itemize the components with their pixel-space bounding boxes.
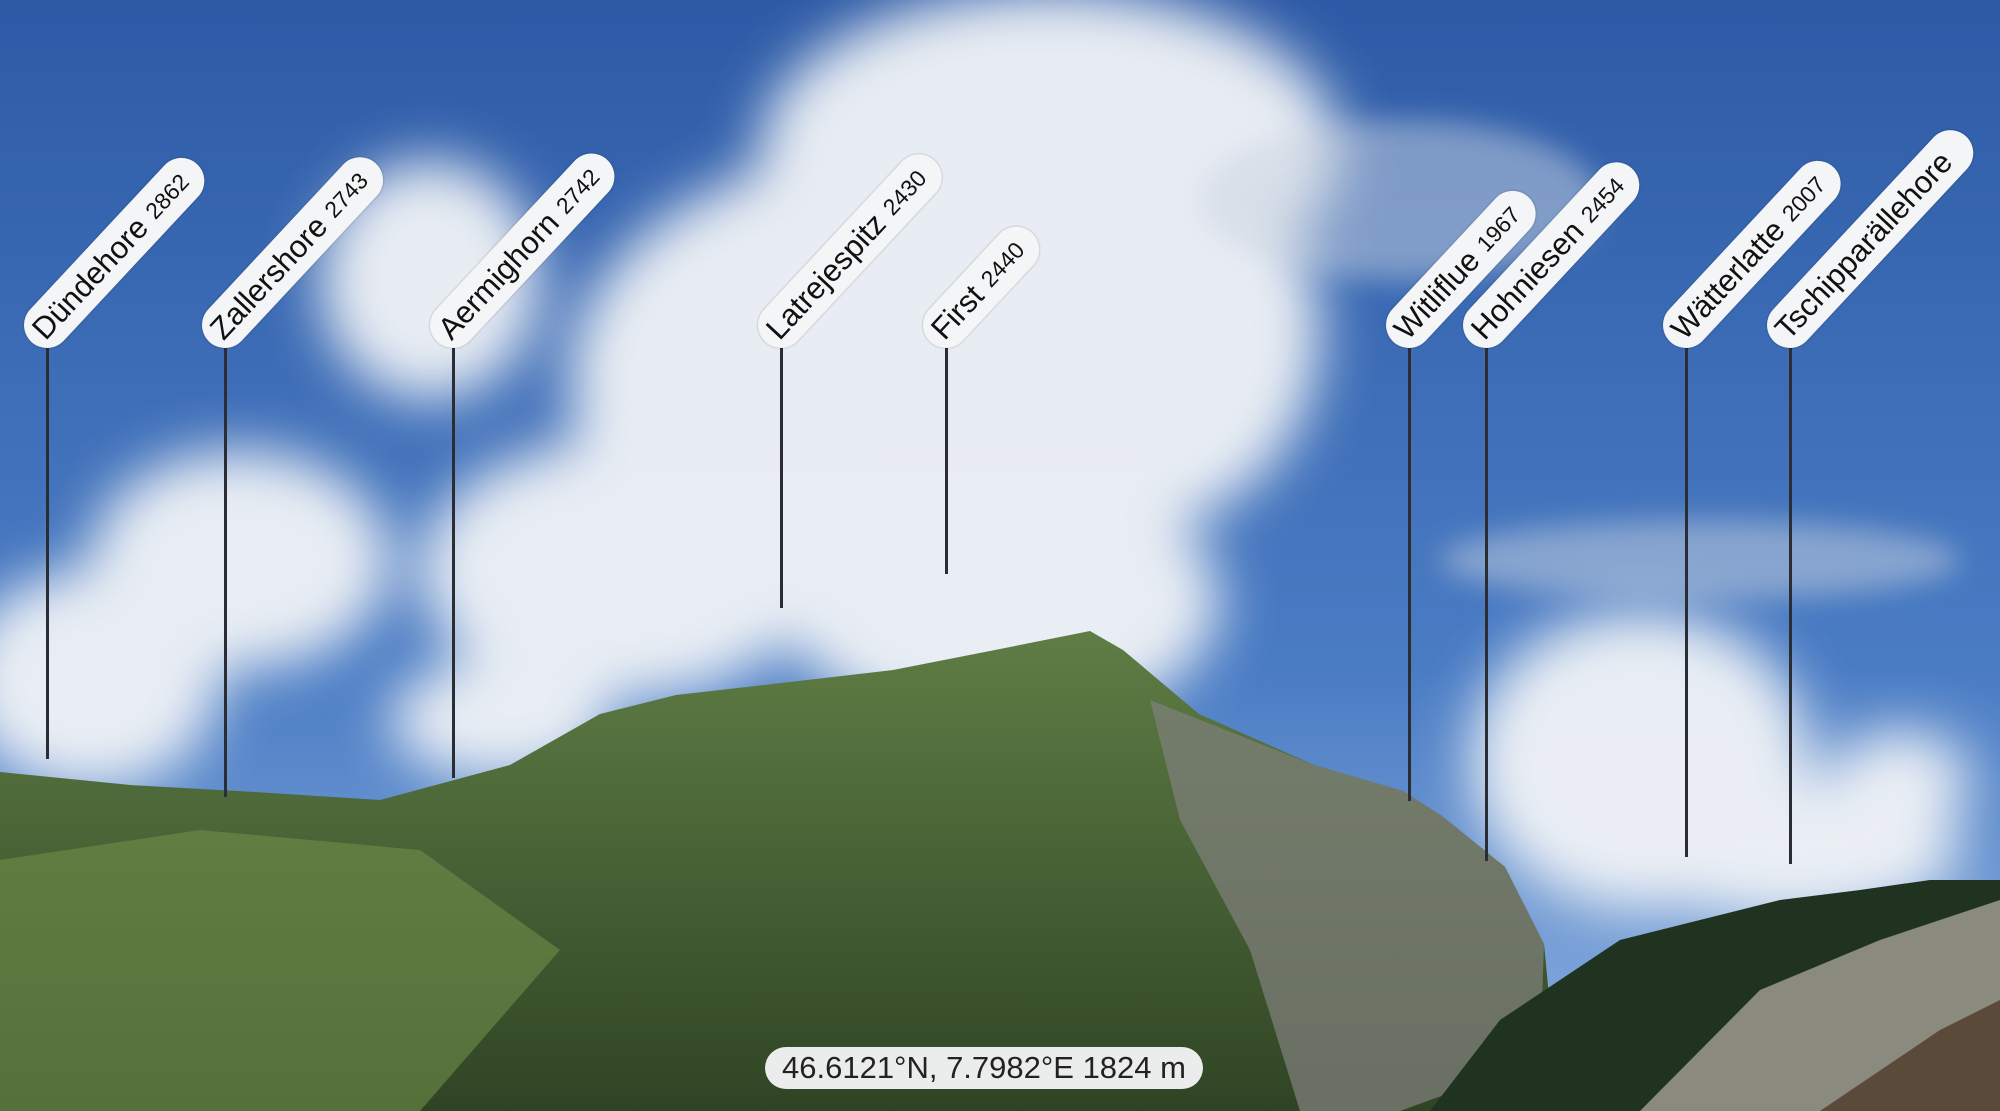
peak-pointer-line	[46, 342, 49, 759]
peak-pointer-line	[1685, 342, 1688, 857]
peak-pointer-line	[1789, 342, 1792, 864]
peak-pointer-line	[780, 342, 783, 608]
peak-pointer-line	[1408, 342, 1411, 801]
peak-pointer-line	[945, 342, 948, 574]
peak-pointer-line	[452, 342, 455, 778]
peak-pointer-line	[224, 342, 227, 797]
peak-pointer-line	[1485, 342, 1488, 861]
location-badge: 46.6121°N, 7.7982°E 1824 m	[765, 1047, 1203, 1089]
location-text: 46.6121°N, 7.7982°E 1824 m	[782, 1050, 1186, 1085]
